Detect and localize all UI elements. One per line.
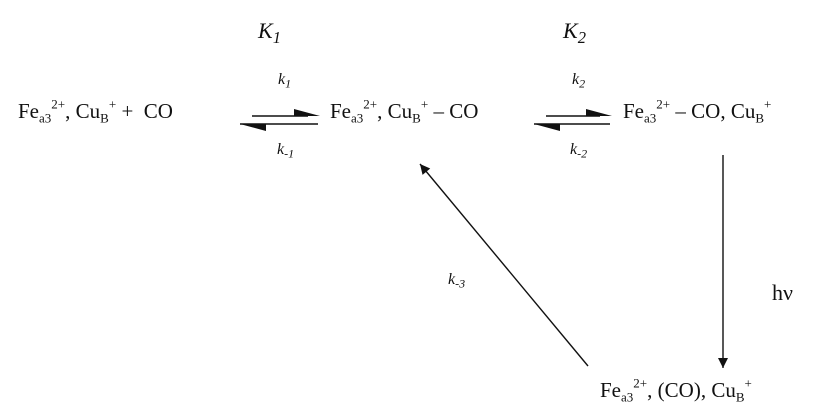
reverse-arrowhead-k-minus-1 <box>240 124 266 131</box>
rate-constant-k-minus-2: k-2 <box>570 141 588 161</box>
equilibrium-constant-k2: K2 <box>563 18 586 47</box>
rebinding-arrow-k-minus-3 <box>419 163 589 367</box>
equilibrium-constant-k1: K1 <box>258 18 281 47</box>
photon-label: hν <box>772 280 793 305</box>
rate-constant-k-minus-3: k-3 <box>448 271 466 291</box>
species-fe-co: Fea32+ – CO, CuB+ <box>623 96 772 126</box>
reverse-arrowhead-k-minus-2 <box>534 124 560 131</box>
rate-constant-k-minus-1: k-1 <box>277 141 295 161</box>
forward-arrowhead-k2 <box>586 109 612 116</box>
rate-constant-k2: k2 <box>572 71 586 91</box>
equilibrium-arrow-1 <box>240 109 320 131</box>
equilibrium-arrow-2 <box>534 109 612 131</box>
species-cub-co: Fea32+, CuB+ – CO <box>330 96 479 126</box>
species-reactants: Fea32+, CuB+ + CO <box>18 96 173 126</box>
forward-arrowhead-k1 <box>294 109 320 116</box>
rate-constant-k1: k1 <box>278 71 292 91</box>
species-photolyzed: Fea32+, (CO), CuB+ <box>600 375 752 405</box>
